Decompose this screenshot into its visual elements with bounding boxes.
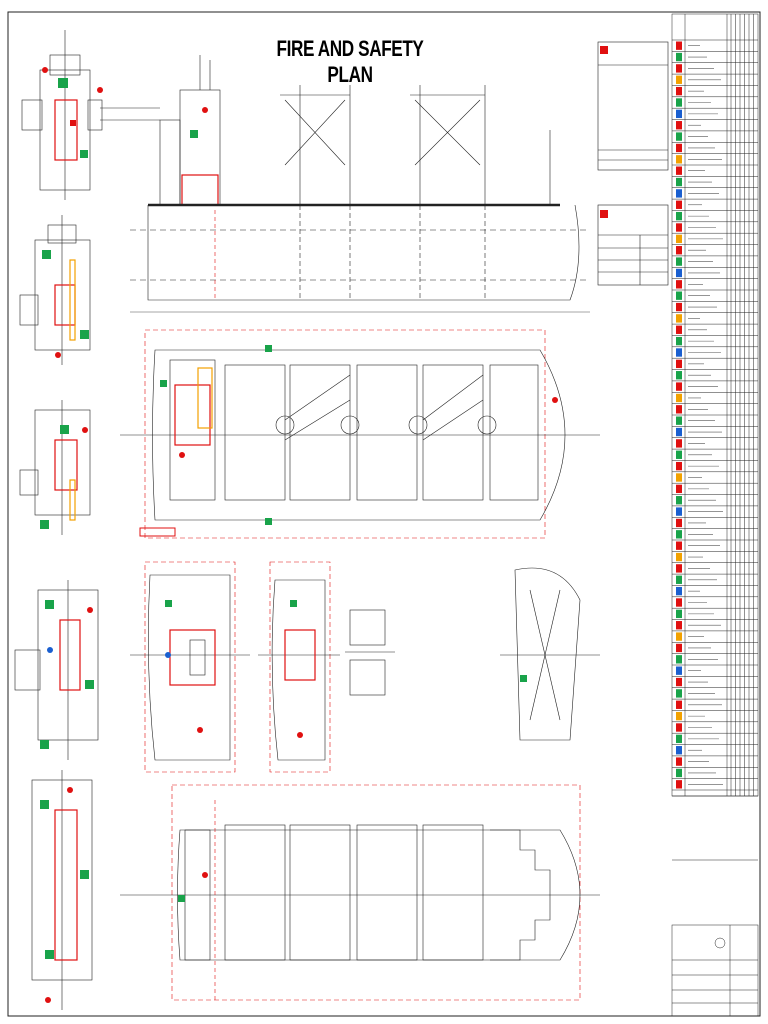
- legend-symbol-swatch: [676, 780, 682, 789]
- legend-symbol-swatch: [676, 507, 682, 516]
- legend-symbol-swatch: [676, 677, 682, 687]
- bow-view: [500, 567, 600, 741]
- legend-symbol-swatch: [676, 121, 682, 130]
- legend-symbol-swatch: [676, 666, 682, 675]
- legend-symbol-swatch: [676, 302, 682, 312]
- legend-symbol-swatch: [676, 223, 682, 232]
- deck-plan-4: [14, 580, 99, 760]
- legend-symbol-swatch: [676, 280, 682, 289]
- legend-symbol-swatch: [676, 41, 682, 50]
- legend-symbol-swatch: [676, 291, 682, 300]
- note-boxes: [597, 41, 669, 286]
- legend-symbol-swatch: [676, 689, 682, 698]
- legend-symbol-swatch: [676, 75, 682, 84]
- legend-symbol-swatch: [676, 143, 682, 153]
- accommodation-deck-plans: [14, 30, 160, 1010]
- upper-deck-plan: [120, 329, 600, 539]
- legend-symbol-swatch: [676, 757, 682, 766]
- legend-symbol-swatch: [676, 155, 682, 164]
- legend-symbol-swatch: [676, 246, 682, 255]
- crane-3: [410, 85, 486, 205]
- legend-symbol-swatch: [676, 632, 682, 641]
- legend-symbol-swatch: [676, 325, 682, 334]
- legend-symbol-swatch: [676, 643, 682, 653]
- deck-plan-2: [19, 215, 91, 365]
- deck-plan-3: [19, 400, 91, 535]
- legend-symbol-swatch: [676, 734, 682, 744]
- legend-symbol-swatch: [676, 132, 682, 141]
- engine-room-deck-b: [258, 561, 340, 773]
- legend-symbol-swatch: [676, 746, 682, 755]
- legend-symbol-swatch: [676, 314, 682, 323]
- legend-symbol-swatch: [676, 564, 682, 573]
- legend-symbol-swatch: [676, 439, 682, 448]
- legend-symbol-swatch: [676, 257, 682, 266]
- legend-symbol-swatch: [676, 586, 682, 596]
- profile-view: [130, 55, 590, 313]
- legend-symbol-swatch: [676, 427, 682, 437]
- plan-title: FIRE AND SAFETY PLAN: [276, 36, 424, 87]
- legend-symbol-swatch: [676, 609, 682, 619]
- legend-symbol-swatch: [676, 166, 682, 175]
- legend-symbol-swatch: [676, 348, 682, 357]
- legend-symbol-swatch: [676, 52, 682, 62]
- legend-symbol-swatch: [676, 405, 682, 414]
- legend-symbol-swatch: [676, 461, 682, 471]
- legend-symbol-swatch: [676, 64, 682, 73]
- title-block: [671, 795, 759, 1017]
- legend-symbol-swatch: [676, 382, 682, 391]
- legend-symbol-swatch: [676, 359, 682, 369]
- legend-symbol-swatch: [676, 393, 682, 403]
- small-detail-plan: [345, 609, 395, 696]
- legend-symbol-swatch: [676, 484, 682, 494]
- legend-symbol-swatch: [676, 416, 682, 425]
- deck-plan-5: [31, 770, 93, 1010]
- legend-symbol-swatch: [676, 768, 682, 778]
- legend-symbol-swatch: [676, 552, 682, 562]
- engine-room-deck-a: [130, 561, 250, 773]
- legend-symbol-swatch: [676, 655, 682, 664]
- legend-symbol-swatch: [676, 234, 682, 244]
- legend-symbol-swatch: [676, 336, 682, 346]
- legend-symbol-swatch: [676, 98, 682, 107]
- legend-symbol-swatch: [676, 575, 682, 584]
- legend-symbol-swatch: [676, 711, 682, 721]
- legend-symbol-swatch: [676, 200, 682, 209]
- legend-symbol-swatch: [676, 530, 682, 539]
- legend-symbol-swatch: [676, 621, 682, 630]
- deck-plan-1: [21, 30, 160, 200]
- tank-top-plan: [120, 784, 600, 1001]
- crane-1: [280, 85, 350, 205]
- legend-symbol-swatch: [676, 723, 682, 732]
- legend-symbol-swatch: [676, 473, 682, 482]
- legend-symbol-swatch: [676, 496, 682, 505]
- legend-symbol-swatch: [676, 86, 682, 96]
- sheet-border: [7, 11, 761, 1017]
- legend-symbol-swatch: [676, 518, 682, 528]
- legend-symbol-swatch: [676, 268, 682, 278]
- legend-symbol-swatch: [676, 598, 682, 607]
- legend-symbol-swatch: [676, 541, 682, 550]
- legend-symbol-swatch: [676, 450, 682, 459]
- legend-symbol-swatch: [676, 189, 682, 198]
- legend-symbol-swatch: [676, 371, 682, 380]
- legend-symbol-swatch: [676, 211, 682, 221]
- legend-symbol-swatch: [676, 700, 682, 709]
- legend-symbol-swatch: [676, 177, 682, 187]
- legend-symbol-swatch: [676, 109, 682, 119]
- symbol-legend-table: [671, 13, 759, 797]
